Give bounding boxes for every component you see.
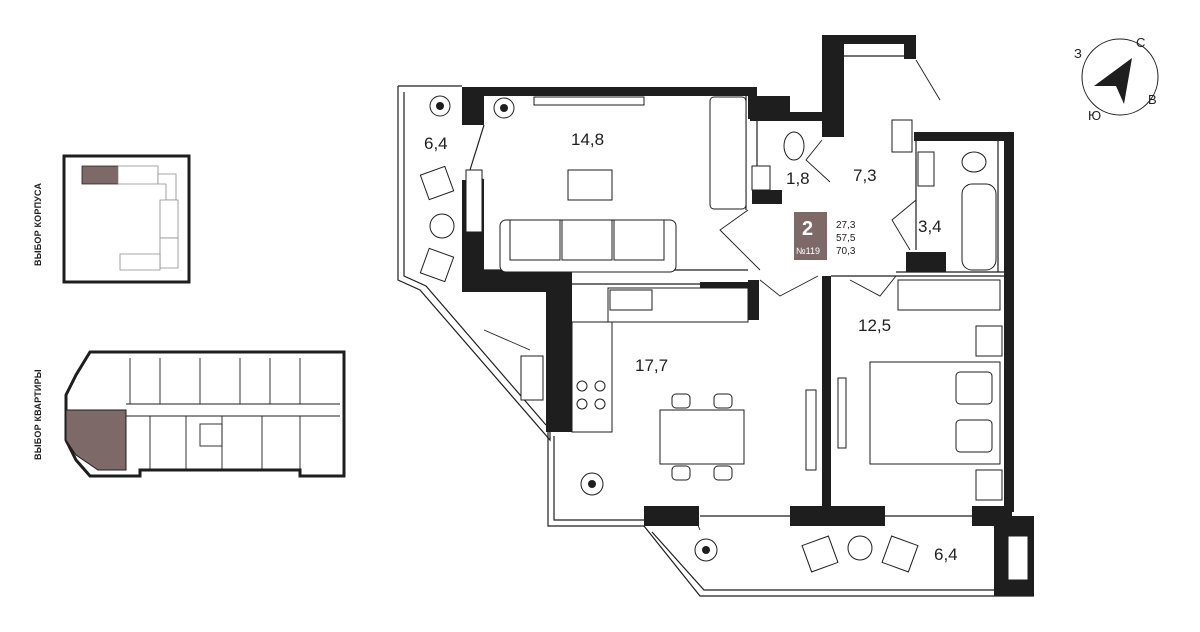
compass: С З В Ю xyxy=(1074,35,1159,123)
badge-room-count: 2 xyxy=(802,218,813,240)
compass-south: Ю xyxy=(1088,108,1101,123)
bathtub-icon xyxy=(961,183,997,271)
building-map xyxy=(81,165,179,271)
building-selector-caption: ВЫБОР КОРПУСА xyxy=(33,182,43,266)
radiator xyxy=(1007,535,1029,581)
round-table xyxy=(429,213,455,239)
building-selector[interactable] xyxy=(62,154,191,284)
radiator xyxy=(465,169,483,233)
dining-table xyxy=(659,409,745,465)
stove-burner xyxy=(594,380,606,392)
stove-burner xyxy=(594,398,606,410)
chair xyxy=(671,393,691,409)
stove-burner xyxy=(576,398,588,410)
plant-icon xyxy=(580,472,604,496)
apartment-badge: 2 №119 27,3 57,5 70,3 xyxy=(794,212,856,260)
stove-burner xyxy=(576,380,588,392)
compass-north: С xyxy=(1136,35,1145,50)
balcony-bottom-furniture xyxy=(694,535,1029,581)
floor-plan: 6,4 14,8 1,8 7,3 3,4 12,5 17,7 6,4 2 №11… xyxy=(397,35,1034,597)
chair xyxy=(881,535,919,573)
cabinet xyxy=(891,119,913,153)
sink-icon xyxy=(751,165,771,191)
kitchen-sink-icon xyxy=(609,289,653,311)
room-area-balcony-bottom: 6,4 xyxy=(934,545,958,564)
apartment-selector-caption: ВЫБОР КВАРТИРЫ xyxy=(33,369,43,460)
plant-icon xyxy=(493,97,515,119)
pillow xyxy=(955,371,993,405)
wardrobe xyxy=(709,96,747,210)
badge-area-living: 27,3 xyxy=(836,220,856,231)
selected-section[interactable] xyxy=(81,165,119,185)
balcony-bottom-outline xyxy=(547,430,1034,597)
wardrobe xyxy=(897,279,1001,311)
room-area-kitchen: 17,7 xyxy=(635,356,668,375)
toilet-icon xyxy=(961,151,987,173)
coffee-table xyxy=(567,169,613,201)
tv-unit xyxy=(837,377,847,449)
room-area-balcony-left: 6,4 xyxy=(424,134,448,153)
bedroom-furniture xyxy=(837,279,1003,501)
chair xyxy=(419,247,455,283)
kitchen-furniture xyxy=(571,287,817,496)
room-area-living-room: 14,8 xyxy=(571,130,604,149)
room-area-hall: 7,3 xyxy=(853,166,877,185)
toilet-icon xyxy=(783,131,805,161)
pillow xyxy=(955,419,993,453)
sink-icon xyxy=(917,151,935,187)
tv-stand xyxy=(533,96,645,106)
chair xyxy=(713,465,733,481)
apartment-grid xyxy=(126,358,340,470)
round-table xyxy=(847,535,873,561)
chair xyxy=(671,465,691,481)
kitchen-counter xyxy=(571,321,613,433)
radiator xyxy=(520,355,544,401)
plant-icon xyxy=(694,538,718,562)
chair xyxy=(419,165,455,201)
bathroom-fixtures xyxy=(751,119,997,271)
room-area-bathroom: 3,4 xyxy=(918,217,942,236)
doors xyxy=(483,59,941,531)
sofa-seat xyxy=(561,219,613,261)
room-area-bedroom: 12,5 xyxy=(858,316,891,335)
plant-icon xyxy=(429,95,451,117)
nightstand xyxy=(975,469,1003,501)
sofa-seat xyxy=(509,219,561,261)
badge-background xyxy=(794,212,827,260)
compass-west: З xyxy=(1074,46,1082,61)
badge-apartment-number: №119 xyxy=(796,246,820,256)
compass-east: В xyxy=(1148,92,1157,107)
living-room-furniture xyxy=(419,95,747,401)
chair xyxy=(801,535,839,573)
radiator xyxy=(805,389,817,471)
compass-arrow-icon xyxy=(1094,58,1132,104)
badge-area-total: 57,5 xyxy=(836,233,856,244)
badge-area-with-balcony: 70,3 xyxy=(836,246,856,257)
selected-apartment[interactable] xyxy=(65,409,127,471)
apartment-selector[interactable] xyxy=(64,350,346,478)
nightstand xyxy=(975,325,1003,357)
sofa-seat xyxy=(613,219,665,261)
room-area-toilet: 1,8 xyxy=(786,169,810,188)
chair xyxy=(713,393,733,409)
